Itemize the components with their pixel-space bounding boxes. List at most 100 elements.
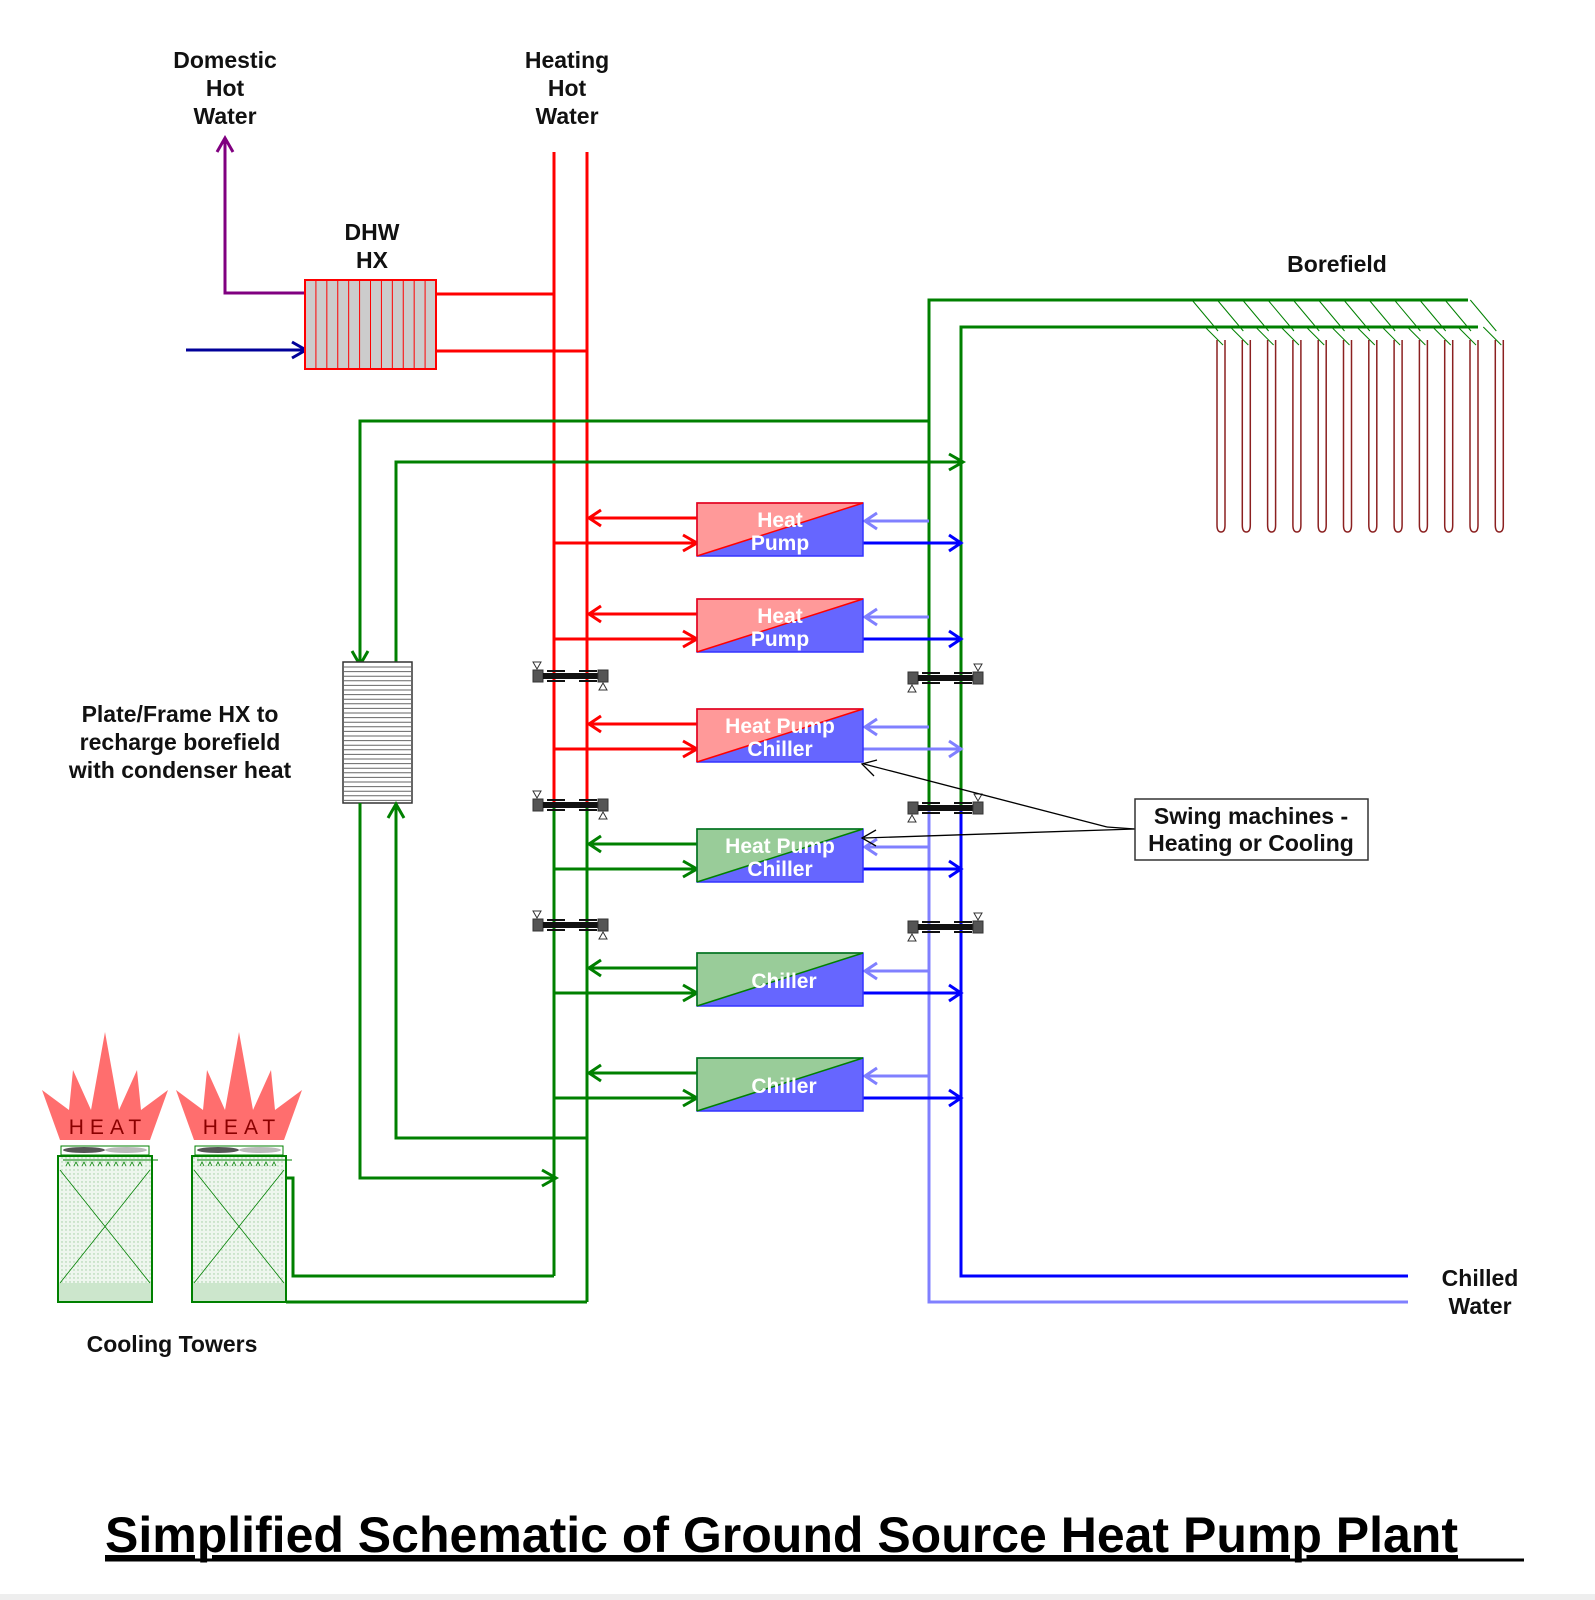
chilled-water-headers <box>927 808 1408 1304</box>
actuator <box>598 930 608 940</box>
label-line: with condenser heat <box>68 757 292 783</box>
valve-body <box>543 922 598 928</box>
isolation-valve <box>532 790 609 820</box>
dhw-hx-label: DHW HX <box>345 219 400 273</box>
heat-plume-icon <box>42 1032 168 1140</box>
spray-nozzle <box>73 1161 79 1167</box>
leaving-arrowhead <box>586 1063 602 1083</box>
bore-connector <box>1368 299 1396 332</box>
bore-loop <box>1266 340 1277 533</box>
label-line: Hot <box>548 75 587 101</box>
unit-label: Chiller <box>747 738 812 761</box>
bore-loop <box>1393 340 1403 533</box>
chiller-1: Chiller <box>554 952 964 1007</box>
callout-arrowhead-2 <box>860 829 877 847</box>
label-line: Chilled <box>1442 1265 1519 1291</box>
chw-return-arrowhead <box>862 837 878 857</box>
bore-connector <box>1394 299 1421 332</box>
recharge-hx-lower-piping <box>358 800 587 1188</box>
bore-connector <box>1229 326 1249 346</box>
unit-divider <box>696 502 864 557</box>
swing-machines-box: Swing machines - Heating or Cooling <box>1134 798 1369 861</box>
borefield <box>1191 299 1505 533</box>
spray-nozzle <box>129 1161 135 1167</box>
hot-water-headers <box>552 152 589 805</box>
actuator <box>598 681 608 691</box>
spray-nozzle <box>239 1161 245 1167</box>
bore-connector <box>1318 299 1345 332</box>
cooling-tower-piping <box>284 1176 587 1304</box>
bore-connector <box>1419 299 1447 332</box>
isolation-valves <box>532 661 984 942</box>
flange <box>579 799 597 801</box>
branch-piping <box>554 604 964 649</box>
bore-loop <box>1342 340 1353 533</box>
bore-loop <box>1241 340 1252 533</box>
borehole <box>1242 299 1277 533</box>
spray-nozzle <box>263 1161 269 1167</box>
valve-end <box>597 798 609 812</box>
unit-label: Heat Pump <box>725 835 835 858</box>
spray-nozzle <box>121 1161 127 1167</box>
spray-nozzle <box>89 1161 95 1167</box>
callout-leader-join <box>1106 826 1136 830</box>
fill-x <box>59 1169 151 1284</box>
flange <box>922 921 940 923</box>
tower-body <box>57 1155 153 1303</box>
footer-bar <box>0 1594 1595 1600</box>
dhw-supply-arrowhead <box>215 134 235 153</box>
valve-end <box>972 920 984 934</box>
label-line: HX <box>356 247 389 273</box>
flange <box>954 672 972 674</box>
label-line: Heating <box>525 47 609 73</box>
bore-connector <box>1216 299 1244 332</box>
borehole <box>1318 299 1353 533</box>
flange <box>954 802 972 804</box>
bore-loop <box>1418 340 1429 533</box>
plate-frame-heat-exchanger <box>342 661 413 804</box>
chw-supply-arrowhead <box>948 629 964 649</box>
flange <box>547 919 565 921</box>
bore-connector <box>1407 326 1426 346</box>
leaving-arrowhead <box>586 834 602 854</box>
heating-hot-water-label: Heating Hot Water <box>525 47 609 129</box>
flange <box>922 931 940 933</box>
unit-label: Chiller <box>747 858 812 881</box>
recharge-hx-supply-pipe <box>358 419 929 663</box>
valve-body <box>543 673 598 679</box>
callout-leader-2 <box>863 828 1136 839</box>
actuator <box>598 810 608 820</box>
unit-label: Pump <box>751 532 809 555</box>
dhw-piping <box>186 134 587 360</box>
spray-nozzle <box>81 1161 87 1167</box>
spray-nozzle <box>255 1161 261 1167</box>
bore-connector <box>1356 326 1376 346</box>
borehole <box>1216 299 1252 533</box>
chw-supply-arrowhead <box>948 983 964 1003</box>
chw-return-arrowhead <box>862 511 878 531</box>
spray-nozzle <box>271 1161 277 1167</box>
chw-supply-arrowhead <box>948 1088 964 1108</box>
bore-connector <box>1381 326 1401 346</box>
branch-piping <box>554 834 964 879</box>
unit-outline-hot <box>696 502 863 556</box>
bore-connector <box>1191 299 1219 332</box>
flange <box>954 682 972 684</box>
borehole <box>1267 299 1302 533</box>
valve-body <box>918 924 973 930</box>
spray-nozzle <box>105 1161 111 1167</box>
cooling-tower: HEAT <box>176 1032 302 1303</box>
fan-icon <box>105 1147 147 1153</box>
heat-label: HEAT <box>69 1116 147 1139</box>
unit-divider <box>696 952 864 1007</box>
chw-supply-arrowhead <box>948 739 964 759</box>
isolation-valve <box>907 912 984 942</box>
flange <box>547 799 565 801</box>
unit-label: Chiller <box>751 970 816 993</box>
borehole <box>1343 299 1378 533</box>
bore-connector <box>1432 326 1452 346</box>
bore-connector <box>1280 326 1300 346</box>
valve-end <box>907 801 919 815</box>
